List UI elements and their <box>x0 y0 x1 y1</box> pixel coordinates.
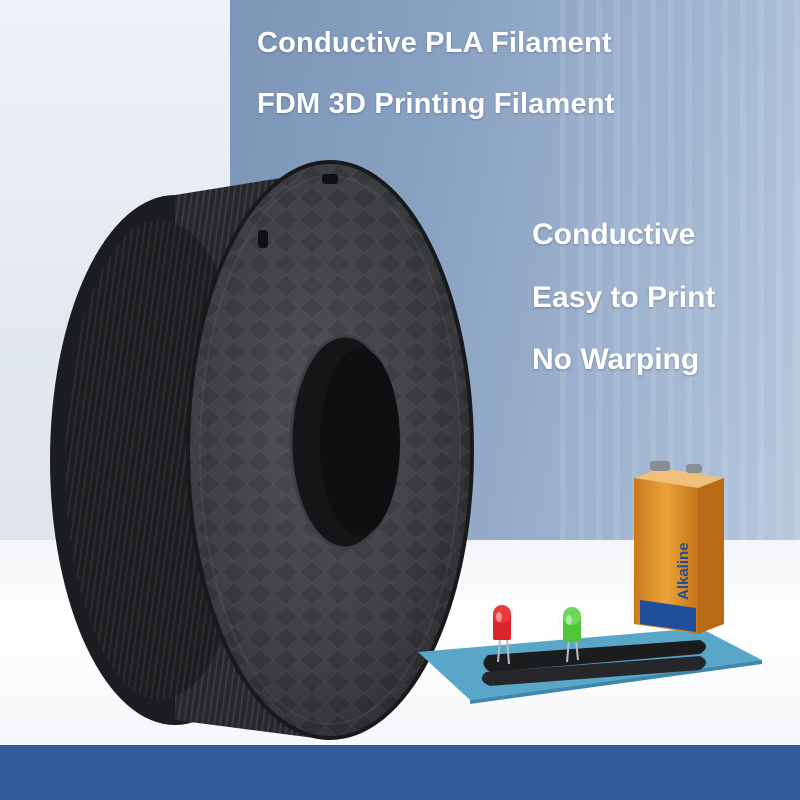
filament-spool-image <box>50 160 474 740</box>
battery-brand-label: Alkaline <box>675 542 692 600</box>
feature-easy-to-print: Easy to Print <box>532 281 716 314</box>
blue-mat <box>418 628 762 700</box>
feature-no-warping: No Warping <box>532 343 700 376</box>
headline-line-2: FDM 3D Printing Filament <box>257 88 615 120</box>
led-circuit-base <box>481 640 706 686</box>
headline-line-1: Conductive PLA Filament <box>257 27 612 59</box>
background-stripes <box>560 0 800 560</box>
red-led-icon <box>493 605 511 665</box>
feature-conductive: Conductive <box>532 218 696 251</box>
bottom-color-bar <box>0 745 800 800</box>
green-led-icon <box>563 607 581 663</box>
battery-icon: Alkaline <box>634 461 724 634</box>
